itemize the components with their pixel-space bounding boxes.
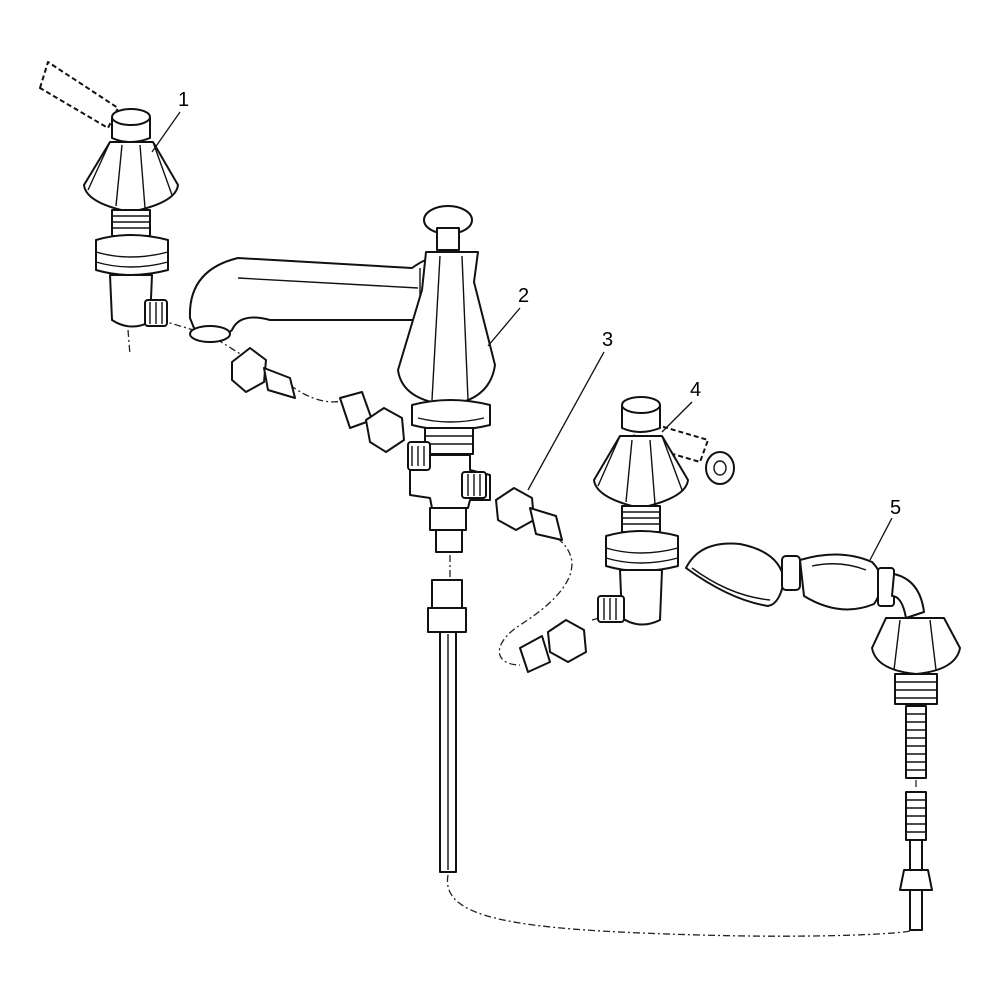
spout-ring bbox=[411, 399, 491, 431]
right-index-cap bbox=[705, 451, 735, 485]
hose-path-left-lower bbox=[289, 384, 346, 403]
spout-shank-threads bbox=[425, 435, 473, 445]
spout-tee-bottom-nipple bbox=[435, 529, 463, 553]
callout-3: 3 bbox=[602, 329, 613, 351]
shower-neck-collar bbox=[781, 555, 801, 591]
hose-path-bottom bbox=[446, 874, 916, 937]
right-outlet-threads bbox=[603, 598, 617, 620]
right-ring-lines bbox=[605, 547, 679, 564]
left-outlet-threads bbox=[149, 302, 163, 324]
connection-lines bbox=[127, 319, 917, 937]
shower-hose-stem bbox=[909, 839, 923, 871]
shower-grip-highlight bbox=[811, 563, 867, 571]
left-cone-facets bbox=[87, 141, 173, 209]
shower-hose-nut bbox=[899, 869, 933, 891]
tube-hex-nut bbox=[427, 607, 467, 633]
left-ring-lines bbox=[95, 251, 169, 268]
shower-elbow bbox=[891, 573, 925, 619]
right-cone-facets bbox=[597, 435, 683, 505]
right-hose-end bbox=[529, 507, 563, 541]
left-handle-cone bbox=[83, 141, 179, 213]
shower-spring-coils-lower bbox=[906, 799, 926, 833]
left-handle-valve bbox=[39, 61, 179, 328]
tee-right-threads bbox=[467, 474, 481, 496]
left-threaded-stem bbox=[111, 209, 151, 237]
right-handle-valve bbox=[593, 396, 735, 626]
spout-ring-line bbox=[417, 417, 485, 423]
shower-spring-hose-upper bbox=[905, 705, 927, 779]
left-lever-phantom bbox=[39, 61, 119, 129]
center-supply-tube bbox=[427, 579, 467, 873]
hose-path-right bbox=[498, 529, 573, 666]
shower-handle-grip bbox=[799, 553, 883, 611]
right-valve-body bbox=[619, 569, 663, 626]
leader-line-2 bbox=[487, 307, 521, 347]
right-index-cap-inner bbox=[713, 460, 727, 476]
shower-handle-end bbox=[877, 567, 895, 607]
shower-mount-facets bbox=[893, 619, 937, 671]
left-hose-fittings bbox=[231, 347, 405, 453]
spout-threaded-shank bbox=[424, 427, 474, 455]
spout-outlet bbox=[189, 325, 231, 343]
spout-tee-bottom-port bbox=[429, 507, 467, 531]
shower-mount-shank bbox=[894, 673, 938, 705]
lower-hose-end bbox=[519, 635, 551, 673]
leader-line-3 bbox=[527, 351, 605, 491]
shower-spring-coils-upper bbox=[906, 713, 926, 771]
valve-axis-left bbox=[127, 329, 131, 356]
shower-hose-tail bbox=[909, 889, 923, 931]
callout-4: 4 bbox=[690, 379, 701, 401]
spout-assembly bbox=[188, 205, 496, 553]
tee-left-threads bbox=[411, 446, 425, 466]
callout-2: 2 bbox=[518, 285, 529, 307]
hose-path-right-valve bbox=[591, 611, 621, 621]
left-hex-nut bbox=[231, 347, 267, 393]
right-threaded-stem bbox=[621, 505, 661, 533]
hose-path-left bbox=[159, 319, 251, 361]
shower-face-edge bbox=[691, 567, 771, 601]
right-outlet-fitting bbox=[597, 595, 625, 623]
right-hex-nut bbox=[495, 487, 535, 531]
right-knob-top bbox=[621, 396, 661, 414]
left-hose-end bbox=[263, 367, 296, 399]
left-thread-lines bbox=[112, 215, 150, 229]
leader-line-1 bbox=[151, 111, 181, 153]
shower-shank-threads bbox=[895, 681, 937, 699]
center-hex-nut-left bbox=[365, 407, 405, 453]
right-thread-lines bbox=[622, 511, 660, 525]
leader-lines bbox=[151, 111, 893, 561]
lower-hex-nut bbox=[547, 619, 587, 663]
callout-5: 5 bbox=[890, 497, 901, 519]
tube-top-nut bbox=[431, 579, 463, 609]
callout-labels: 1 2 3 4 5 bbox=[178, 89, 901, 519]
right-hose-fittings bbox=[495, 487, 587, 673]
spout-cap-stem bbox=[436, 227, 460, 251]
left-knob-top bbox=[111, 108, 151, 126]
spout-base-facets bbox=[431, 255, 469, 401]
shower-holder-mount bbox=[871, 617, 961, 675]
leader-line-4 bbox=[661, 401, 693, 433]
hand-shower-assembly bbox=[685, 542, 961, 931]
leader-line-5 bbox=[869, 517, 893, 561]
callout-1: 1 bbox=[178, 89, 189, 111]
